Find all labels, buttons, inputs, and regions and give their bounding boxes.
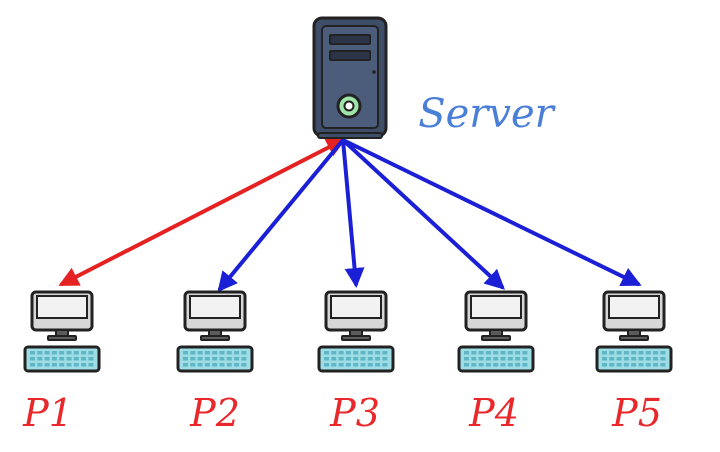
- client-label-4: P4: [468, 391, 519, 435]
- link-4: [341, 138, 505, 290]
- client-label-3: P3: [329, 391, 380, 435]
- client-label-5: P5: [611, 391, 662, 435]
- link-1: [58, 138, 347, 286]
- computer-icon: [595, 290, 673, 373]
- client-group: P1 P2 P3 P4 P5: [22, 290, 673, 435]
- link-5: [341, 138, 642, 286]
- connection-links: [58, 138, 642, 293]
- link-3: [341, 138, 365, 288]
- client-label-2: P2: [189, 391, 240, 435]
- computer-icon: [176, 290, 254, 373]
- server-icon: [312, 16, 388, 139]
- computer-icon: [317, 290, 395, 373]
- computer-icon: [23, 290, 101, 373]
- link-2: [217, 138, 345, 293]
- server-label: Server: [418, 91, 556, 137]
- computer-icon: [457, 290, 535, 373]
- client-label-1: P1: [22, 391, 73, 435]
